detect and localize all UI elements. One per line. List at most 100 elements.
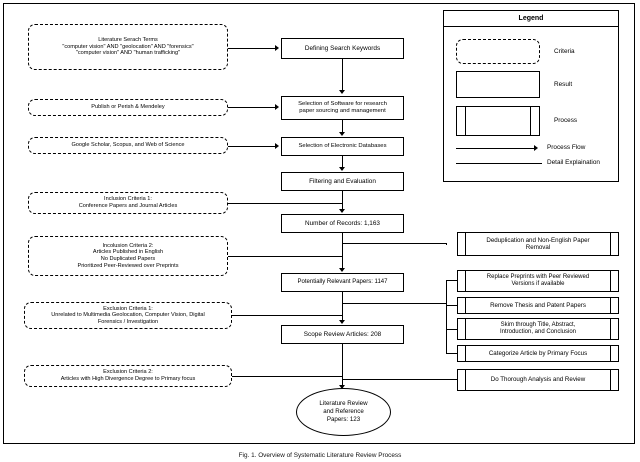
text-line: Prioritized Peer-Reviewed over Preprints xyxy=(77,262,179,269)
branch-line-replace-preprints xyxy=(446,280,458,282)
terminal-node-literature-review-papers[interactable]: Literature Review and Reference Papers: … xyxy=(296,388,391,436)
text-line: Inclusion Criteria 1: xyxy=(104,196,152,203)
process-bus-vertical xyxy=(446,280,448,353)
process-node-replace-preprints[interactable]: Replace Preprints with Peer Reviewed Ver… xyxy=(457,270,619,292)
arrowhead-icon xyxy=(339,90,345,94)
criteria-node-databases[interactable]: Google Scholar, Scopus, and Web of Scien… xyxy=(28,137,228,154)
text-line: Articles Published in English xyxy=(92,249,164,256)
criteria-node-exclusion-1[interactable]: Exclusion Criteria 1: Unrelated to Multi… xyxy=(24,302,232,329)
legend-label-process-flow: Process Flow xyxy=(547,144,586,151)
legend-panel: Legend Criteria Result Process Process F… xyxy=(443,10,619,182)
criteria-node-inclusion-2[interactable]: Incolusion Criteria 2: Articles Publishe… xyxy=(28,236,228,276)
detail-line-inclusion-1 xyxy=(228,203,342,205)
process-node-categorize-article[interactable]: Categorize Article by Primary Focus xyxy=(457,345,619,362)
text-line: No Duplicated Papers xyxy=(100,256,156,262)
legend-swatch-process xyxy=(456,106,540,136)
criteria-node-search-terms[interactable]: Literature Serach Terms "computer vision… xyxy=(28,24,228,70)
text-line: Filtering and Evaluation xyxy=(309,177,376,185)
connector-software xyxy=(228,107,277,109)
text-line: Incolusion Criteria 2: xyxy=(102,242,154,249)
text-line: Replace Preprints with Peer Reviewed xyxy=(486,273,590,280)
legend-label-result: Result xyxy=(554,81,573,88)
branch-line-process-group xyxy=(342,303,447,305)
text-line: Do Thorough Analysis and Review xyxy=(490,376,586,384)
branch-line-deduplication-drop xyxy=(446,243,448,245)
arrowhead-icon xyxy=(275,44,279,51)
flow-node-potentially-relevant-papers[interactable]: Potentially Relevant Papers: 1147 xyxy=(281,273,404,292)
text-line: Unrelated to Multimedia Geolocation, Com… xyxy=(51,312,205,319)
text-line: Scope Review Articles: 208 xyxy=(303,330,382,338)
arrowhead-icon xyxy=(339,320,345,324)
text-line: Exclusion Criteria 2: xyxy=(103,369,153,376)
flow-line xyxy=(342,344,344,388)
arrowhead-icon xyxy=(275,103,279,110)
arrowhead-icon xyxy=(275,142,279,149)
connector-databases xyxy=(228,146,277,148)
arrowhead-icon xyxy=(339,167,345,171)
arrowhead-icon xyxy=(534,144,538,151)
flow-node-selection-of-databases[interactable]: Selection of Electronic Databases xyxy=(281,137,404,156)
legend-swatch-criteria xyxy=(456,39,540,64)
arrowhead-icon xyxy=(339,132,345,136)
detail-line-exclusion-2 xyxy=(232,376,342,378)
criteria-node-software[interactable]: Publish or Perish & Mendeley xyxy=(28,99,228,116)
flow-line xyxy=(342,59,344,92)
process-node-thorough-analysis[interactable]: Do Thorough Analysis and Review xyxy=(457,369,619,391)
text-line: Removal xyxy=(525,244,551,251)
text-line: "computer vision" AND "human trafficking… xyxy=(75,50,181,57)
flow-node-number-of-records[interactable]: Number of Records: 1,163 xyxy=(281,214,404,233)
legend-title: Legend xyxy=(444,11,618,27)
text-line: Deduplication and Non-English Paper xyxy=(486,236,590,244)
criteria-node-inclusion-1[interactable]: Inclusion Criteria 1: Conference Papers … xyxy=(28,192,228,214)
text-line: Articles with High Divergence Degree to … xyxy=(60,376,196,382)
text-line: Defining Search Keywords xyxy=(304,44,381,52)
text-line: Introduction, and Conclusion xyxy=(499,329,577,335)
text-line: and Reference xyxy=(323,407,364,415)
legend-detail-line xyxy=(456,163,542,165)
flow-node-defining-search-keywords[interactable]: Defining Search Keywords xyxy=(281,38,404,59)
legend-label-detail-explanation: Detail Explaination xyxy=(547,159,600,166)
branch-line-skim-through xyxy=(446,329,458,331)
text-line: paper sourcing and management xyxy=(299,108,386,114)
text-line: Papers: 123 xyxy=(326,416,361,424)
flow-line xyxy=(342,120,344,133)
text-line: Skim through Title, Abstract, xyxy=(500,321,576,328)
text-line: Selection of Electronic Databases xyxy=(298,143,387,150)
text-line: Versions if available xyxy=(511,281,565,287)
text-line: Selection of Software for research xyxy=(298,101,387,108)
branch-line-deduplication xyxy=(342,243,447,245)
text-line: Publish or Perish & Mendeley xyxy=(91,104,165,111)
arrowhead-icon xyxy=(339,268,345,272)
flow-node-filtering-and-evaluation[interactable]: Filtering and Evaluation xyxy=(281,172,404,191)
figure-caption: Fig. 1. Overview of Systematic Literatur… xyxy=(238,452,402,459)
text-line: Forensics / Investigation xyxy=(97,318,159,325)
text-line: Literature Review xyxy=(319,399,368,407)
criteria-node-exclusion-2[interactable]: Exclusion Criteria 2: Articles with High… xyxy=(24,365,232,387)
branch-line-remove-thesis xyxy=(446,305,458,307)
branch-line-thorough-analysis xyxy=(342,379,458,381)
text-line: Number of Records: 1,163 xyxy=(305,219,380,227)
arrowhead-icon xyxy=(339,385,345,389)
legend-swatch-result xyxy=(456,71,540,98)
text-line: Potentially Relevant Papers: 1147 xyxy=(297,278,388,285)
flow-node-selection-of-software[interactable]: Selection of Software for research paper… xyxy=(281,96,404,120)
text-line: "computer vision" AND "geolocation" AND … xyxy=(62,43,194,50)
flow-node-scope-review-articles[interactable]: Scope Review Articles: 208 xyxy=(281,325,404,344)
legend-arrow-line xyxy=(456,148,536,150)
process-node-remove-thesis[interactable]: Remove Thesis and Patent Papers xyxy=(457,297,619,314)
text-line: Categorize Article by Primary Focus xyxy=(488,349,588,357)
process-node-deduplication[interactable]: Deduplication and Non-English Paper Remo… xyxy=(457,232,619,256)
text-line: Literature Serach Terms xyxy=(98,37,158,44)
flow-line xyxy=(342,292,344,321)
detail-line-exclusion-1 xyxy=(232,315,342,317)
flow-line xyxy=(342,156,344,168)
connector-search-terms xyxy=(228,48,277,50)
legend-label-criteria: Criteria xyxy=(554,48,575,55)
detail-line-inclusion-2 xyxy=(228,256,342,258)
text-line: Exclusion Criteria 1: xyxy=(103,305,153,312)
legend-label-process: Process xyxy=(554,117,578,124)
text-line: Google Scholar, Scopus, and Web of Scien… xyxy=(71,142,185,149)
process-node-skim-through[interactable]: Skim through Title, Abstract, Introducti… xyxy=(457,318,619,340)
flow-line xyxy=(342,191,344,210)
arrowhead-icon xyxy=(339,209,345,213)
